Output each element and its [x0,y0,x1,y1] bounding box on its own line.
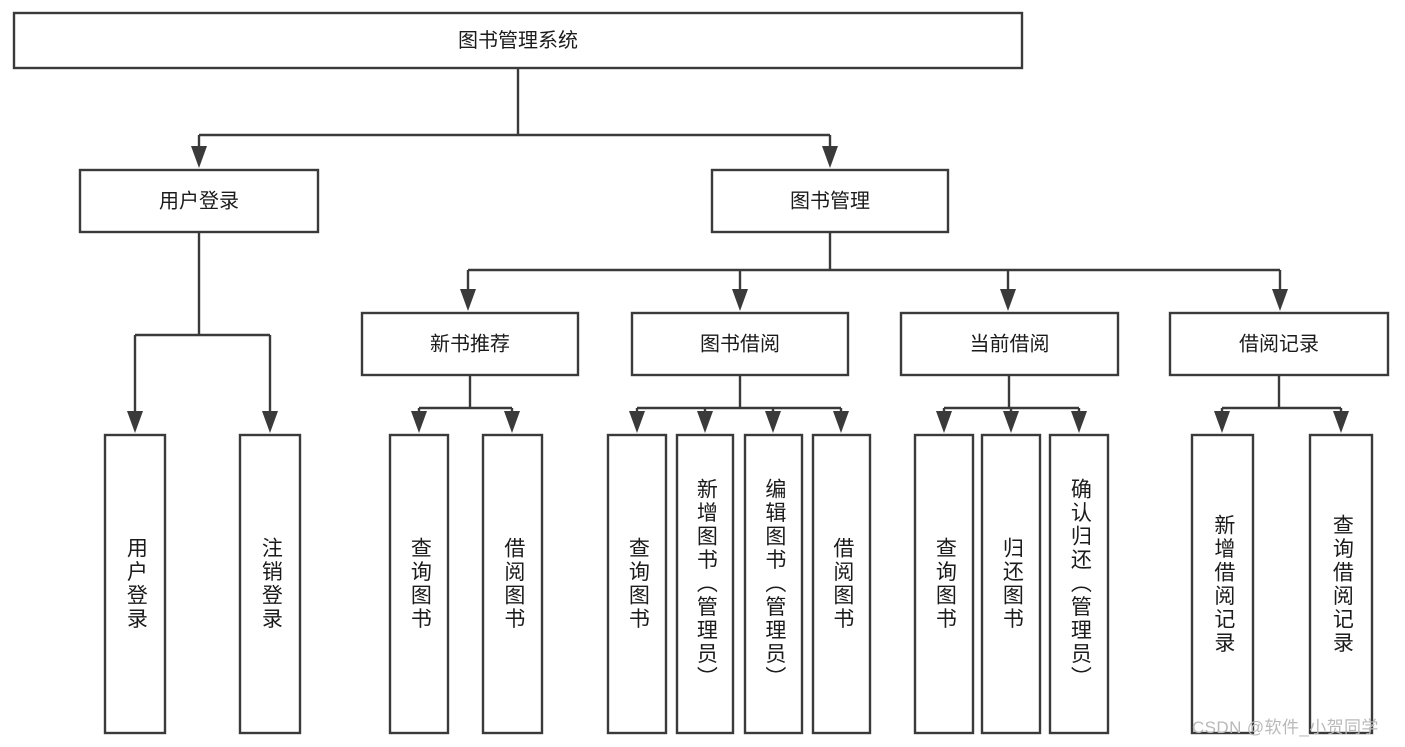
arrow-new-book-recommend-icon [460,289,476,311]
leaf-node-leaf-logout[interactable] [238,433,302,735]
leaf-node-leaf-query-book-current[interactable] [913,433,975,735]
node-label-current-borrow: 当前借阅 [970,332,1050,355]
leaf-node-leaf-user-login[interactable] [103,433,167,735]
arrow-cb-l1-icon [936,411,952,433]
node-label-root: 图书管理系统 [458,29,578,52]
node-rect-current-borrow [899,311,1120,377]
node-rect-leaf-logout [238,433,302,735]
node-rect-leaf-query-book-recommend [388,433,450,735]
node-rect-book-management [710,168,950,234]
arrow-book-borrow-icon [732,289,748,311]
arrow-borrow-records-icon [1272,289,1288,311]
leaf-node-leaf-return-book[interactable] [980,433,1042,735]
node-label-borrow-records: 借阅记录 [1239,332,1319,355]
leaf-node-leaf-borrow-book[interactable] [811,433,872,735]
arrow-br-l1-icon [1214,411,1230,433]
level2-node-borrow-records[interactable]: 借阅记录 [1168,311,1390,377]
node-rect-book-borrow [630,311,850,377]
leaf-node-leaf-borrow-book-recommend[interactable] [481,433,544,735]
node-rect-leaf-borrow-book-recommend [481,433,544,735]
level2-node-current-borrow[interactable]: 当前借阅 [899,311,1120,377]
root-node-root[interactable]: 图书管理系统 [12,11,1024,70]
node-rect-leaf-query-book-current [913,433,975,735]
arrow-leaf-logout-icon [262,411,278,433]
node-label-book-management: 图书管理 [790,189,870,212]
level2-node-book-borrow[interactable]: 图书借阅 [630,311,850,377]
arrow-cb-l3-icon [1071,411,1087,433]
arrow-bb-l4-icon [833,411,849,433]
arrow-bb-l3-icon [765,411,781,433]
leaf-node-leaf-confirm-return[interactable] [1048,433,1110,735]
arrow-nbr-l2-icon [504,411,520,433]
node-rect-leaf-query-borrow-record [1308,433,1374,735]
node-label-user-login: 用户登录 [159,189,239,212]
leaf-node-leaf-query-borrow-record[interactable] [1308,433,1374,735]
arrow-bb-l1-icon [629,411,645,433]
level1-node-user-login[interactable]: 用户登录 [78,168,320,234]
node-rect-user-login [78,168,320,234]
arrow-current-borrow-icon [1000,289,1016,311]
arrow-head-layer [127,146,1349,433]
node-label-book-borrow: 图书借阅 [700,332,780,355]
node-rect-leaf-add-borrow-record [1190,433,1255,735]
arrow-nbr-l1-icon [411,411,427,433]
node-rect-leaf-confirm-return [1048,433,1110,735]
node-rect-leaf-borrow-book [811,433,872,735]
node-rect-root [12,11,1024,70]
arrow-leaf-user-login-icon [127,411,143,433]
leaf-node-leaf-add-book[interactable] [675,433,735,735]
node-rect-leaf-edit-book [743,433,804,735]
arrow-br-l2-icon [1333,411,1349,433]
node-rect-leaf-user-login [103,433,167,735]
level2-node-new-book-recommend[interactable]: 新书推荐 [360,311,580,377]
arrow-bb-l2-icon [697,411,713,433]
node-rect-leaf-add-book [675,433,735,735]
leaf-node-leaf-edit-book[interactable] [743,433,804,735]
node-rect-leaf-query-book-borrow [606,433,668,735]
node-rect-leaf-return-book [980,433,1042,735]
level1-node-book-management[interactable]: 图书管理 [710,168,950,234]
node-label-new-book-recommend: 新书推荐 [430,332,510,355]
watermark-text: CSDN @软件_小贺同学 [1192,718,1379,737]
leaf-node-leaf-query-book-borrow[interactable] [606,433,668,735]
arrow-user-login-icon [191,146,207,168]
arrow-book-management-icon [822,146,838,168]
arrow-cb-l2-icon [1003,411,1019,433]
leaf-node-leaf-add-borrow-record[interactable] [1190,433,1255,735]
leaf-node-leaf-query-book-recommend[interactable] [388,433,450,735]
node-rect-new-book-recommend [360,311,580,377]
node-rect-borrow-records [1168,311,1390,377]
